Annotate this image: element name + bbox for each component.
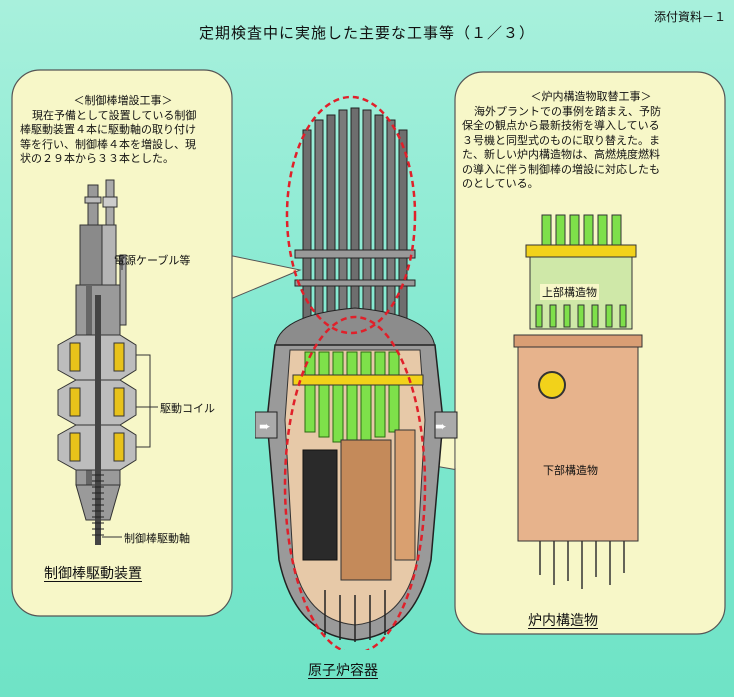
right-panel-heading: ＜炉内構造物取替工事＞ bbox=[530, 90, 652, 103]
highlight-ring-internals bbox=[283, 315, 427, 650]
right-body-line: のとしている。 bbox=[462, 177, 539, 190]
crdm-illustration bbox=[57, 179, 158, 545]
svg-text:➨: ➨ bbox=[259, 419, 271, 435]
label-drive-shaft: 制御棒駆動軸 bbox=[124, 532, 190, 545]
caption-reactor-vessel: 原子炉容器 bbox=[308, 663, 378, 679]
left-body-line: 棒駆動装置４本に駆動軸の取り付け bbox=[20, 123, 196, 136]
svg-text:➨: ➨ bbox=[435, 419, 447, 435]
page-title: 定期検査中に実施した主要な工事等（１／３） bbox=[198, 24, 535, 42]
upper-structure bbox=[525, 214, 637, 330]
reactor-vessel-illustration: ➨ ➨ bbox=[255, 95, 458, 650]
label-drive-coil: 駆動コイル bbox=[160, 402, 215, 415]
highlight-ring-crdm bbox=[285, 95, 417, 335]
right-body-line: の導入に伴う制御棒の増設に対応したも bbox=[462, 162, 660, 176]
left-body-line: 等を行い、制御棒４本を増設し、現 bbox=[20, 137, 196, 151]
right-body-line: た、新しい炉内構造物は、高燃焼度燃料 bbox=[462, 148, 660, 161]
left-body-line: 状の２９本から３３本とした。 bbox=[20, 152, 174, 165]
right-body-line: 海外プラントでの事例を踏まえ、予防 bbox=[474, 104, 661, 118]
lower-structure bbox=[513, 334, 643, 589]
right-body-line: ３号機と同型式のものに取り替えた。ま bbox=[462, 133, 660, 147]
vessel-crdm-rods bbox=[294, 107, 416, 326]
internals-illustration bbox=[513, 214, 643, 589]
label-lower-structure: 下部構造物 bbox=[543, 464, 598, 477]
caption-crdm: 制御棒駆動装置 bbox=[44, 566, 142, 582]
caption-internals: 炉内構造物 bbox=[528, 613, 598, 629]
label-upper-structure: 上部構造物 bbox=[540, 284, 599, 300]
left-body-line: 現在予備として設置している制御 bbox=[32, 108, 197, 122]
label-power-cable: 電源ケーブル等 bbox=[114, 254, 191, 267]
right-panel-text: ＜炉内構造物取替工事＞ 海外プラントでの事例を踏まえ、予防 保全の観点から最新技… bbox=[462, 90, 720, 192]
left-panel-text: ＜制御棒増設工事＞ 現在予備として設置している制御 棒駆動装置４本に駆動軸の取り… bbox=[20, 94, 226, 167]
attachment-label: 添付資料－１ bbox=[653, 10, 726, 24]
left-panel-heading: ＜制御棒増設工事＞ bbox=[73, 94, 173, 107]
right-body-line: 保全の観点から最新技術を導入している bbox=[462, 119, 660, 132]
